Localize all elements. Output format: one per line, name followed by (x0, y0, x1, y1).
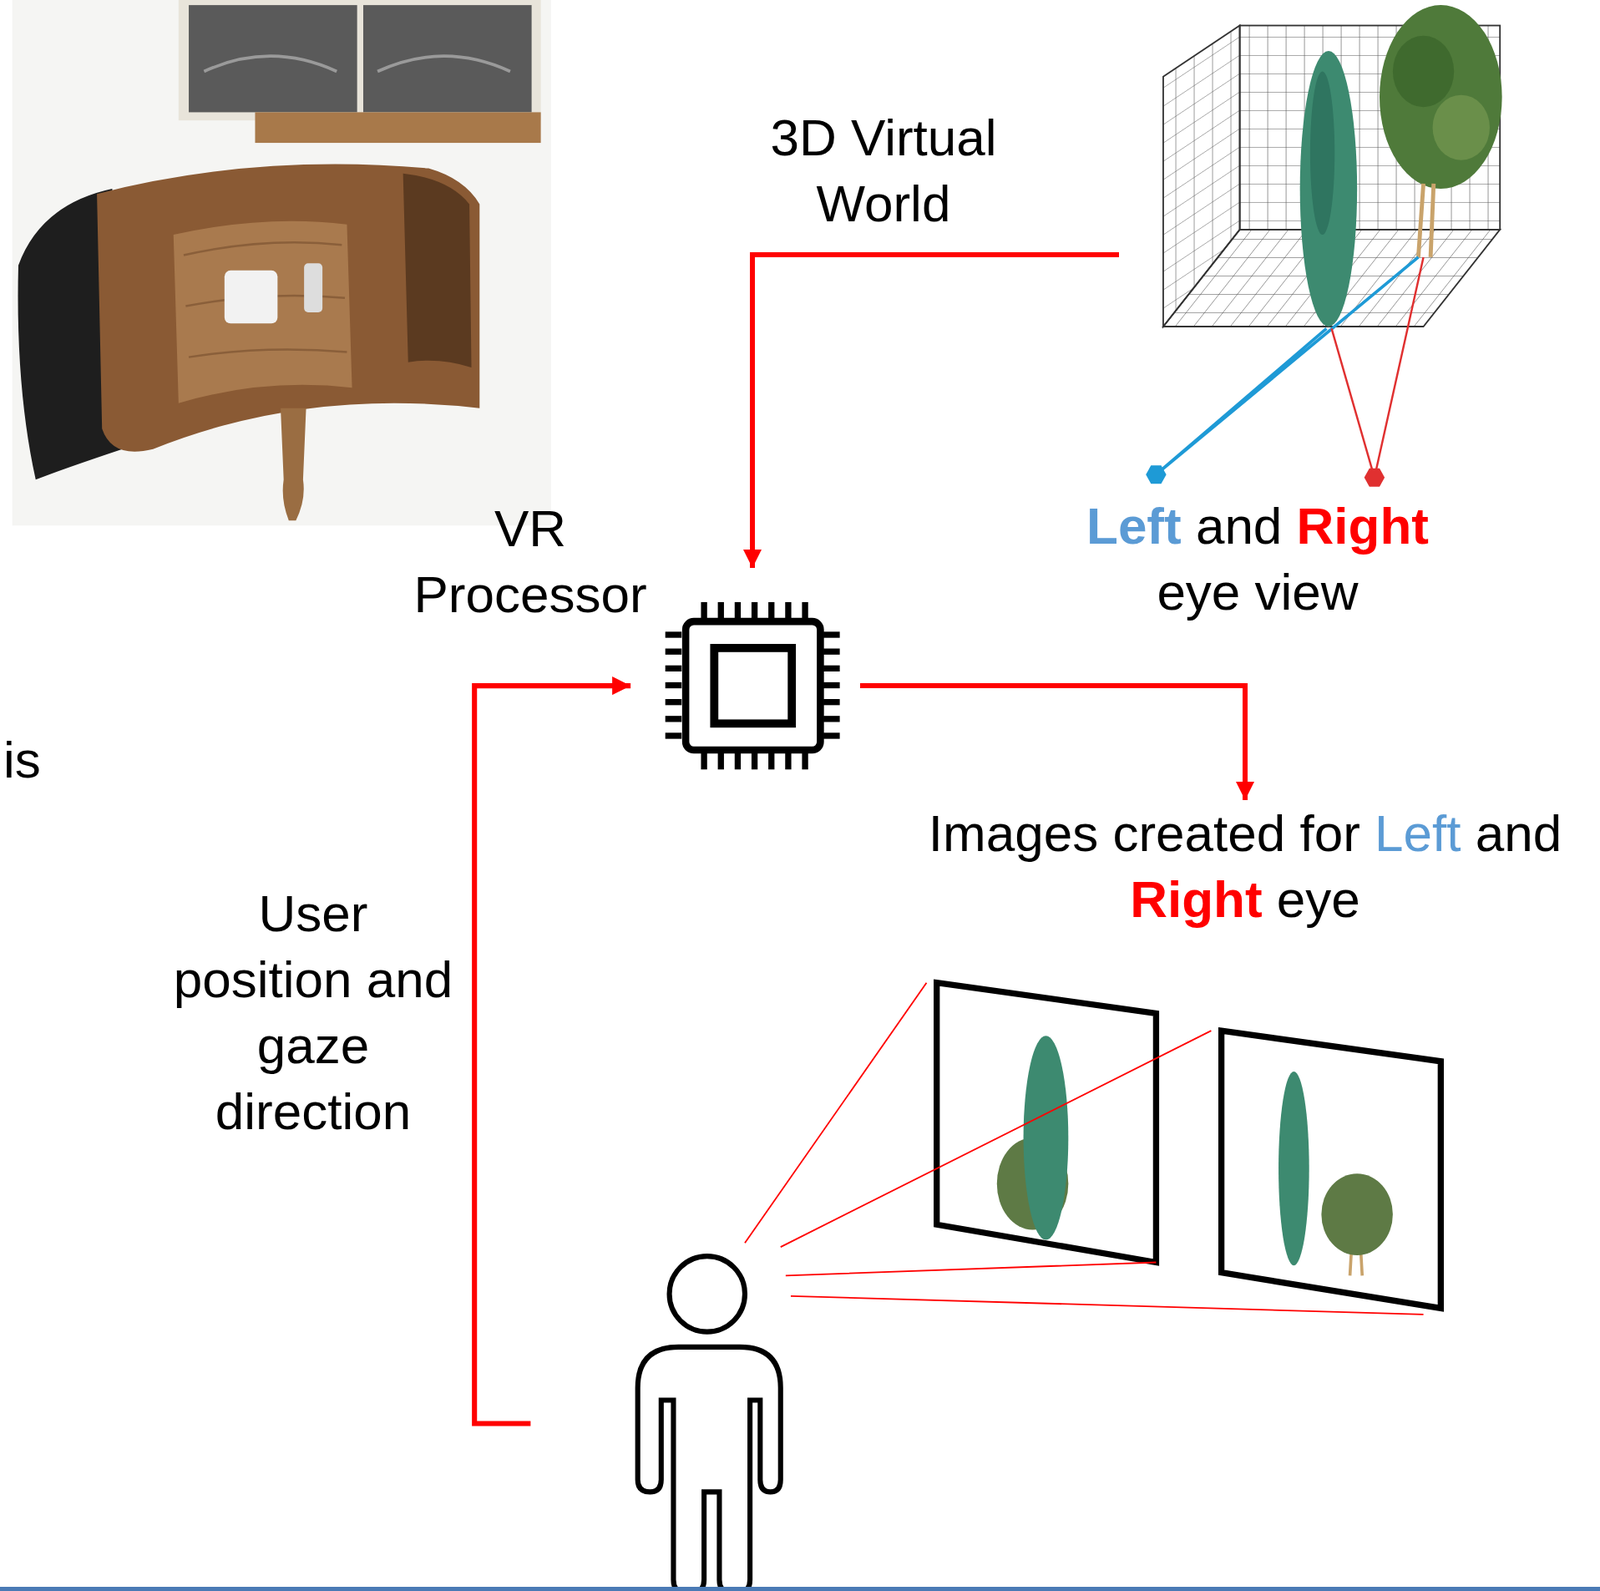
chip-pin (665, 715, 683, 722)
sight-line (1331, 257, 1424, 478)
chip-pin (751, 753, 758, 770)
tree-figure (1300, 50, 1357, 327)
chip-pin (734, 602, 741, 619)
tree-figure (1392, 35, 1454, 108)
eye-screen (1278, 1071, 1310, 1266)
tree-figure (1310, 71, 1335, 236)
chip-pin (823, 648, 841, 655)
processor-label: VR Processor (396, 495, 664, 628)
chip-pin (665, 648, 683, 655)
chip-pin (801, 753, 808, 770)
flow-arrow (860, 685, 1246, 800)
user-figure (669, 1255, 745, 1332)
stereoscope-photo (12, 0, 552, 526)
view-ray (744, 982, 1424, 1315)
chip-pin (665, 665, 683, 672)
chip-pin (700, 753, 707, 770)
stereoscope-photo (280, 408, 307, 521)
sight-line (1155, 257, 1418, 475)
stereoscope-photo (303, 263, 323, 313)
chip-pin (665, 732, 683, 739)
word-span: and (1195, 496, 1282, 555)
chip-pin (823, 682, 841, 689)
chip-core (713, 648, 792, 724)
illustration (12, 0, 1503, 1591)
eye-screen (936, 982, 1442, 1309)
chip-pin (823, 715, 841, 722)
chip-body (685, 621, 821, 750)
chip-pin (823, 732, 841, 739)
tree-figure (1379, 5, 1503, 189)
flow-arrow (752, 254, 1119, 568)
tree-figure (1300, 5, 1503, 327)
stereoscope-photo (363, 5, 532, 112)
word-span: Right (1296, 496, 1429, 555)
chip-pin (700, 602, 707, 619)
word-span: and (1475, 804, 1562, 862)
sight-line (1145, 465, 1166, 484)
chip-pin (718, 602, 725, 619)
chip-pin (801, 602, 808, 619)
stereoscope-photo (403, 173, 472, 368)
chip-pin (665, 682, 683, 689)
eye-screen (1023, 1035, 1069, 1240)
slide-border (0, 1586, 1600, 1591)
eye-images-group: Images created for Left and Right eye (911, 800, 1580, 936)
virtual-world-group: 3D Virtual WorldLeft and Right eye view (1118, 0, 1520, 635)
tree-figure (1417, 183, 1433, 258)
stereoscope-photo (224, 270, 279, 325)
processor-chip: VR Processor (651, 567, 861, 773)
chip-pin (768, 753, 775, 770)
stereoscope-photo (178, 0, 542, 121)
chip-pin (823, 665, 841, 672)
stereoscope-photo (173, 221, 353, 404)
chip-pin (665, 631, 683, 638)
feedback-wire (474, 685, 631, 1423)
images-caption: Images created for Left and Right eye (911, 800, 1580, 932)
view-ray (744, 982, 1424, 1315)
stereoscope-photo (203, 55, 511, 71)
feedback-wire (474, 685, 631, 1423)
word-span: Right (1129, 870, 1262, 928)
eye-screen (936, 982, 1157, 1263)
chip-pin (734, 753, 741, 770)
word-span: for (1299, 804, 1360, 862)
word-span: created (1112, 804, 1286, 862)
sight-line (1364, 468, 1385, 487)
chip-pin (784, 602, 791, 619)
stereoscope-photo (183, 242, 348, 357)
word-span: eye (1156, 562, 1241, 621)
word-span: Left (1374, 804, 1461, 862)
word-span: Left (1086, 496, 1182, 555)
chip-icon (651, 567, 861, 773)
user-figure (637, 1255, 781, 1591)
chip-pin (784, 753, 791, 770)
eye-screen (1321, 1173, 1393, 1256)
eye-screen (1221, 1030, 1442, 1308)
chip-pin (768, 602, 775, 619)
stereoscope-photo (12, 0, 552, 526)
word-span: Images (928, 804, 1099, 862)
stereoscope-photo (254, 111, 541, 143)
chip-pin (823, 631, 841, 638)
word-span: view (1255, 562, 1359, 621)
tree-figure (1432, 95, 1490, 161)
chip-pin (718, 753, 725, 770)
stereoscope-photo (188, 5, 358, 112)
sight-line (1145, 257, 1423, 487)
edge-note: User position and gaze direction (167, 880, 459, 1145)
eye-view-caption: Left and Right eye view (1065, 492, 1450, 625)
chip-pin (751, 602, 758, 619)
chip-pin (823, 698, 841, 705)
world-heading: 3D Virtual World (733, 104, 1034, 237)
chip-icon (665, 602, 841, 770)
word-span: eye (1276, 870, 1361, 928)
user-figure (637, 1346, 781, 1591)
chip-pin (665, 698, 683, 705)
cut-off-text: is (3, 726, 87, 793)
